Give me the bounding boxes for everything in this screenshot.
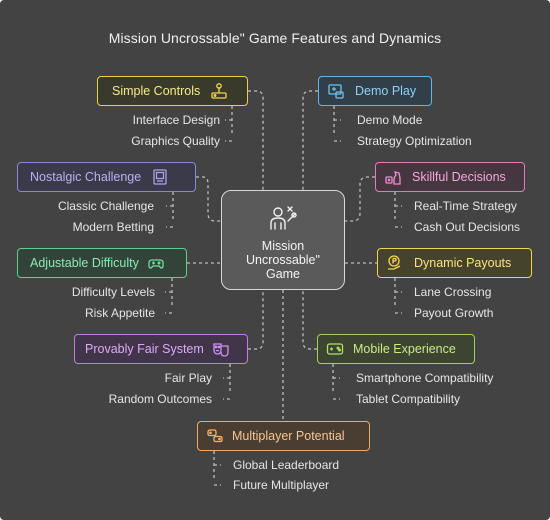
adjustable-difficulty-item-1: Difficulty Levels (71, 285, 155, 299)
skillful-decisions-item-1: Real-Time Strategy (414, 199, 517, 213)
multiplayer-controllers-icon (206, 427, 224, 445)
link-skillful-decisions (345, 176, 375, 222)
coin-hand-icon (386, 254, 404, 272)
nostalgic-challenge-item-1: Classic Challenge (57, 199, 154, 213)
diagram-title: Mission Uncrossable" Game Features and D… (108, 30, 442, 46)
mobile-game-icon (326, 340, 344, 358)
skillful-decisions-item-2: Cash Out Decisions (414, 220, 521, 234)
node-dynamic-payouts-label: Dynamic Payouts (414, 256, 512, 270)
controller-icon (147, 254, 165, 272)
link-simple-controls (248, 90, 264, 190)
node-dynamic-payouts: Dynamic Payouts (377, 248, 532, 278)
demo-play-item-2: Strategy Optimization (357, 134, 472, 148)
node-demo-play: Demo Play (318, 76, 432, 106)
node-nostalgic-challenge: Nostalgic Challenge (17, 162, 196, 192)
simple-controls-item-2: Graphics Quality (131, 134, 220, 148)
node-mobile-experience-label: Mobile Experience (353, 342, 456, 356)
simple-controls-item-1: Interface Design (132, 113, 220, 127)
arcade-icon (151, 168, 169, 186)
joystick-icon (210, 82, 228, 100)
dynamic-payouts-item-1: Lane Crossing (414, 285, 492, 299)
center-label: Mission Uncrossable" Game (246, 239, 320, 281)
sublink-dynamic-payouts (394, 278, 402, 314)
node-adjustable-difficulty-label: Adjustable Difficulty (30, 256, 139, 270)
dynamic-payouts-item-2: Payout Growth (414, 306, 494, 320)
link-demo-play (302, 90, 318, 190)
node-nostalgic-challenge-label: Nostalgic Challenge (30, 170, 142, 184)
sublink-nostalgic-challenge (166, 192, 174, 228)
provably-fair-item-1: Fair Play (164, 371, 212, 385)
multiplayer-potential-item-2: Future Multiplayer (233, 478, 330, 492)
node-multiplayer-potential: Multiplayer Potential (197, 421, 370, 451)
sublink-simple-controls (225, 106, 233, 142)
nostalgic-challenge-item-2: Modern Betting (72, 220, 154, 234)
node-skillful-decisions: Skillful Decisions (375, 162, 525, 192)
demo-play-item-1: Demo Mode (357, 113, 423, 127)
multiplayer-potential-item-1: Global Leaderboard (233, 458, 340, 472)
center-node: Mission Uncrossable" Game (221, 190, 345, 290)
gamepad-screen-icon (327, 82, 345, 100)
node-provably-fair-label: Provably Fair System (85, 342, 204, 356)
sublink-demo-play (333, 106, 341, 142)
mobile-experience-item-1: Smartphone Compatibility (356, 371, 494, 385)
node-mobile-experience: Mobile Experience (317, 334, 475, 364)
node-skillful-decisions-label: Skillful Decisions (412, 170, 506, 184)
sublink-provably-fair (223, 364, 231, 400)
theater-masks-icon (212, 340, 230, 358)
node-demo-play-label: Demo Play (355, 84, 417, 98)
node-simple-controls: Simple Controls (97, 76, 248, 106)
node-multiplayer-potential-label: Multiplayer Potential (232, 429, 345, 443)
adjustable-difficulty-item-2: Risk Appetite (84, 306, 155, 320)
node-adjustable-difficulty: Adjustable Difficulty (17, 248, 187, 278)
link-mobile-experience (302, 290, 317, 350)
chess-knight-icon (384, 168, 402, 186)
sublink-multiplayer-potential (213, 451, 221, 486)
provably-fair-item-2: Random Outcomes (108, 392, 212, 406)
sublink-adjustable-difficulty (165, 278, 173, 314)
link-nostalgic-challenge (196, 176, 221, 222)
node-simple-controls-label: Simple Controls (112, 84, 201, 98)
sublink-mobile-experience (332, 364, 340, 400)
person-decision-icon (268, 203, 298, 233)
link-provably-fair (248, 290, 264, 350)
sublink-skillful-decisions (394, 192, 402, 228)
mobile-experience-item-2: Tablet Compatibility (356, 392, 461, 406)
node-provably-fair: Provably Fair System (74, 334, 248, 364)
